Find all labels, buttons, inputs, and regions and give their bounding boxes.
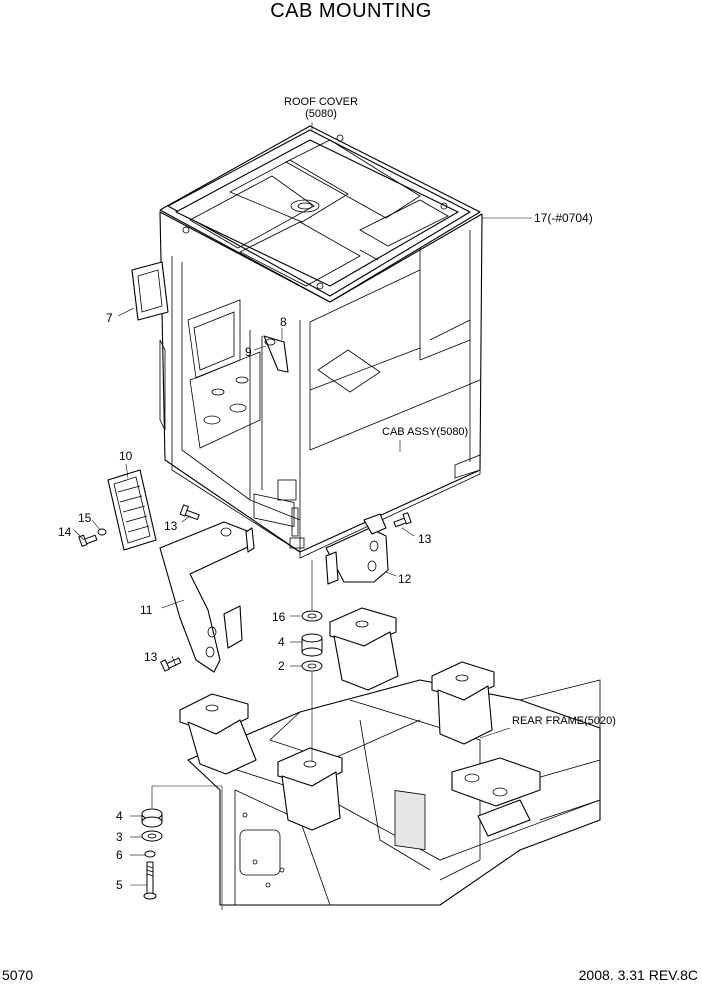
part-10-filter <box>107 469 157 551</box>
callout-13-a: 13 <box>164 519 178 533</box>
callout-4-lower: 4 <box>116 809 123 823</box>
part-11-bracket <box>159 521 255 673</box>
callout-10: 10 <box>119 449 133 463</box>
label-rear-frame: REAR FRAME(5020) <box>512 715 616 727</box>
mount-pedestal-rear-left <box>329 607 399 691</box>
callout-16: 16 <box>272 610 286 624</box>
callout-6: 6 <box>116 848 123 862</box>
part-13-bolt-c <box>160 657 182 672</box>
callout-17: 17(-#0704) <box>534 211 593 225</box>
callout-3: 3 <box>116 830 123 844</box>
part-7-lamp <box>131 261 169 321</box>
mount-pedestal-rear-right <box>431 661 495 745</box>
rear-frame-bracket <box>451 757 541 837</box>
callout-7: 7 <box>106 311 113 325</box>
callout-13-c: 13 <box>144 650 158 664</box>
mount-pedestal-front-right <box>277 747 343 831</box>
mount-pedestal-front-left <box>179 693 257 775</box>
part-12-bracket <box>325 513 389 585</box>
callout-13-b: 13 <box>418 532 432 546</box>
rear-frame <box>187 679 601 906</box>
roof-cover <box>159 125 481 303</box>
callout-2: 2 <box>278 659 285 673</box>
mount-stack-lower <box>141 808 163 900</box>
callout-9: 9 <box>245 345 252 359</box>
callout-4-upper: 4 <box>278 635 285 649</box>
part-13-bolt-a <box>179 504 200 521</box>
callout-8: 8 <box>280 315 287 329</box>
label-roof-cover-ref: (5080) <box>305 108 337 120</box>
part-14-bolt <box>78 534 98 547</box>
revision-date: 2008. 3.31 REV.8C <box>578 967 698 983</box>
callout-15: 15 <box>78 511 92 525</box>
part-13-bolt-b <box>393 512 412 528</box>
part-8-9-handle <box>263 335 289 373</box>
callout-11: 11 <box>140 603 153 617</box>
mount-stack-upper <box>301 610 323 672</box>
part-15-washer <box>97 528 107 536</box>
leader-lines <box>73 122 532 910</box>
callout-5: 5 <box>116 878 123 892</box>
callout-12: 12 <box>398 572 412 586</box>
callout-14: 14 <box>58 525 72 539</box>
page-code: 5070 <box>2 967 34 983</box>
page-title: CAB MOUNTING <box>270 0 432 22</box>
label-cab-assy: CAB ASSY(5080) <box>382 426 468 438</box>
label-roof-cover: ROOF COVER <box>284 96 358 108</box>
